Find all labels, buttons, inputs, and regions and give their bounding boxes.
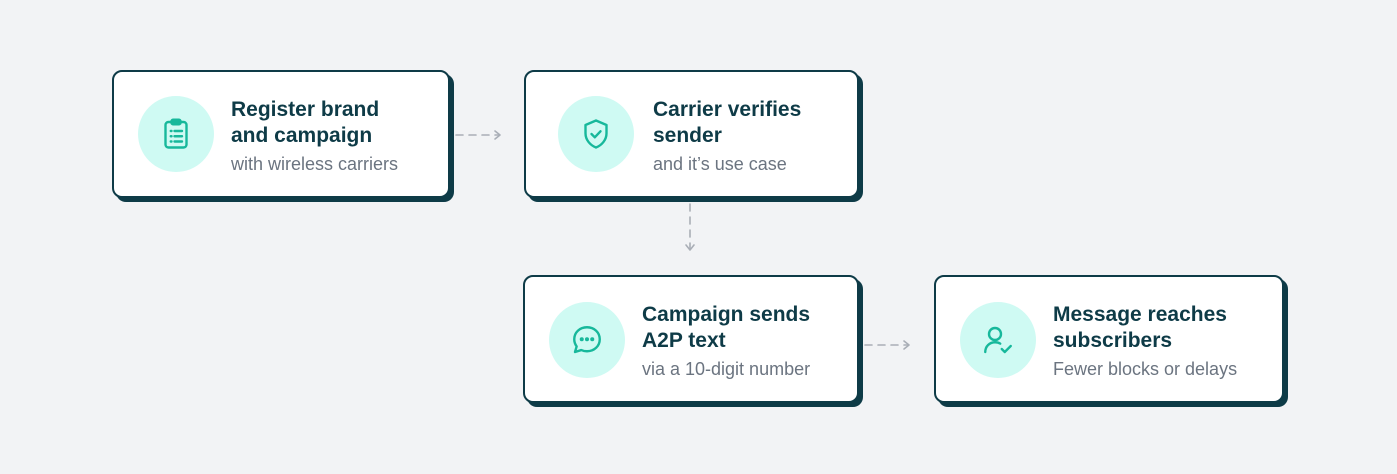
step-card-campaign-sends: Campaign sends A2P text via a 10-digit n… (523, 275, 859, 403)
step-card-register: Register brand and campaign with wireles… (112, 70, 450, 198)
step-title: Message reaches subscribers (1053, 303, 1227, 352)
connector-arrow-down (681, 202, 699, 254)
step-subtitle: Fewer blocks or delays (1053, 359, 1238, 379)
icon-circle (549, 302, 625, 378)
user-check-icon (984, 326, 1012, 354)
connector-arrow-right (863, 336, 913, 354)
step-subtitle: and it’s use case (653, 154, 787, 174)
step-subtitle: via a 10-digit number (642, 359, 811, 379)
shield-check-icon (584, 119, 608, 149)
clipboard-list-icon (164, 118, 188, 149)
step-card-message-reaches: Message reaches subscribers Fewer blocks… (934, 275, 1284, 403)
step-card-carrier-verifies: Carrier verifies sender and it’s use cas… (524, 70, 859, 198)
step-title: Carrier verifies sender (653, 98, 802, 147)
icon-circle (960, 302, 1036, 378)
icon-circle (558, 96, 634, 172)
step-title: Campaign sends A2P text (642, 303, 811, 352)
step-title: Register brand and campaign (231, 98, 380, 147)
step-subtitle: with wireless carriers (231, 154, 399, 174)
icon-circle (138, 96, 214, 172)
chat-bubble-icon (573, 326, 601, 354)
connector-arrow-right (454, 126, 504, 144)
